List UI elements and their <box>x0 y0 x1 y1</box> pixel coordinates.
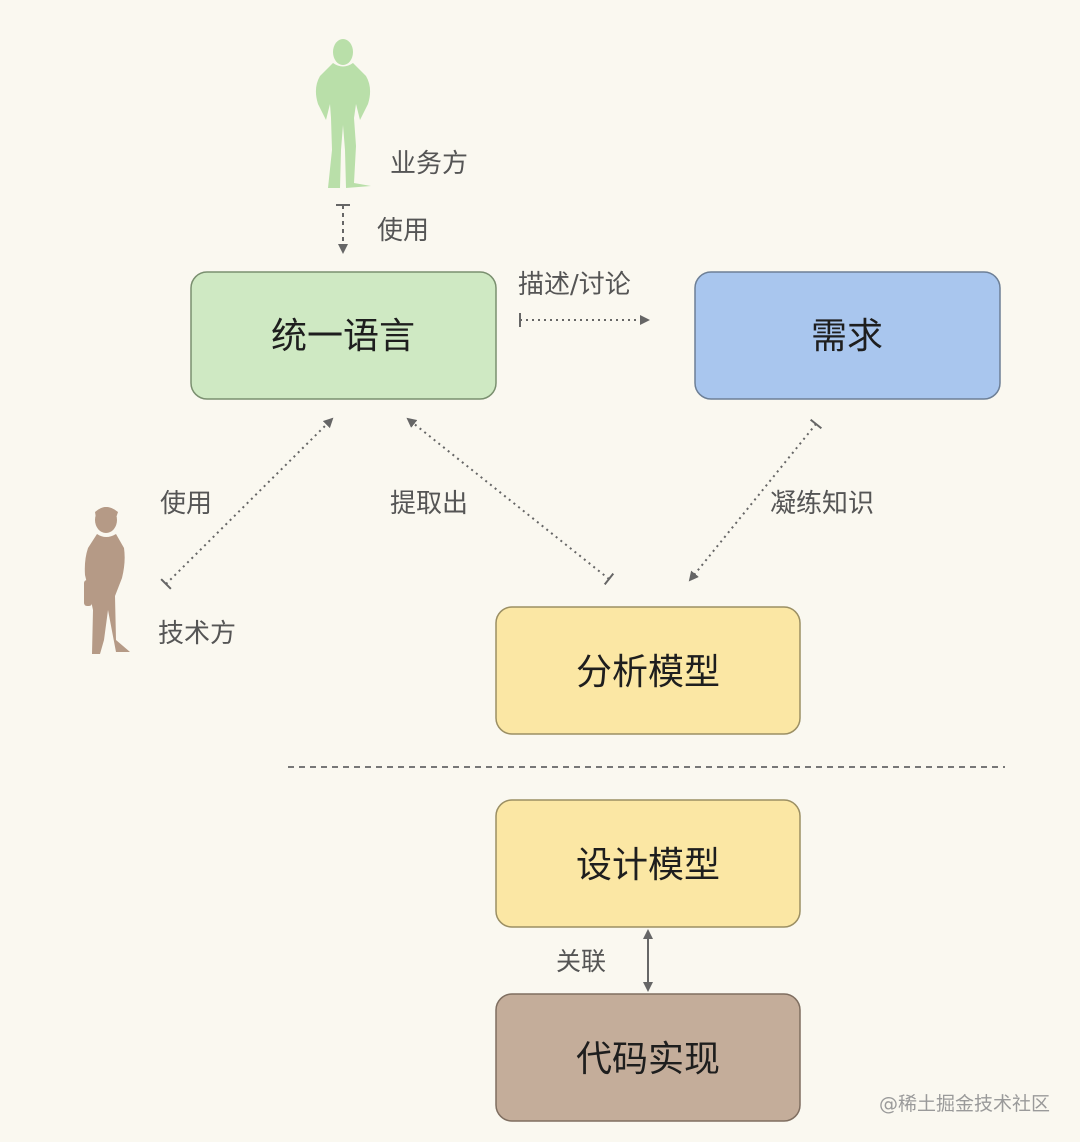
analysis-model-label: 分析模型 <box>576 652 720 693</box>
tech-person-icon <box>84 507 130 654</box>
extract-arrow <box>406 417 615 586</box>
analysis-model-box[interactable] <box>495 606 801 735</box>
code-implementation-label: 代码实现 <box>576 1039 720 1080</box>
tech-actor-label: 技术方 <box>158 619 236 649</box>
associate-label: 关联 <box>556 947 606 976</box>
code-implementation-box[interactable] <box>495 993 801 1122</box>
refine-knowledge-label: 凝练知识 <box>770 489 874 519</box>
design-model-box[interactable] <box>495 799 801 928</box>
business-person-icon <box>315 39 371 188</box>
ubiquitous-language-box[interactable] <box>190 271 497 400</box>
design-model-label: 设计模型 <box>576 845 720 886</box>
extract-label: 提取出 <box>390 489 468 519</box>
requirements-label: 需求 <box>811 316 883 357</box>
tech-uses-label: 使用 <box>160 489 212 519</box>
describe-discuss-label: 描述/讨论 <box>518 270 631 300</box>
business-uses-label: 使用 <box>377 216 429 246</box>
ubiquitous-language-label: 统一语言 <box>271 316 415 357</box>
requirements-box[interactable] <box>694 271 1001 400</box>
business-actor-label: 业务方 <box>390 149 468 179</box>
watermark-text: @稀土掘金技术社区 <box>879 1093 1050 1115</box>
